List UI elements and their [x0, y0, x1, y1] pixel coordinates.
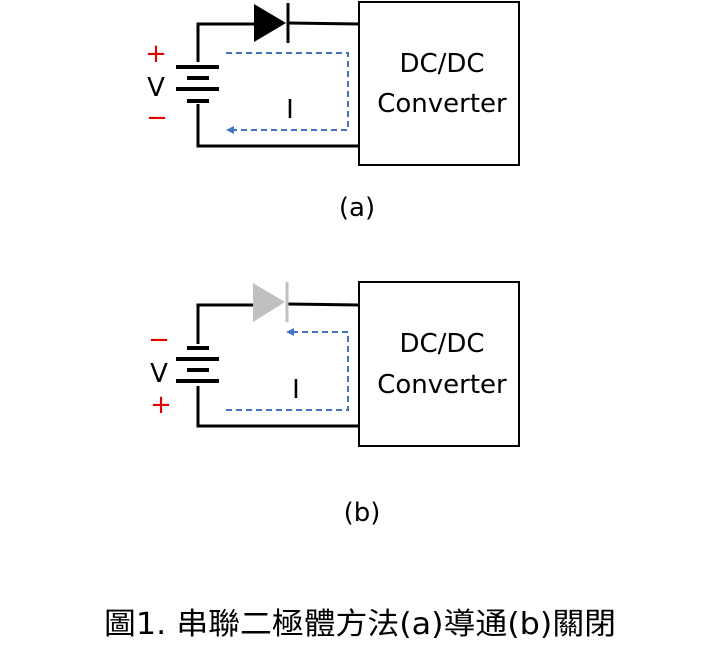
- wire-bottom-b: [196, 386, 359, 428]
- figure-caption: 圖1. 串聯二極體方法(a)導通(b)關閉: [104, 607, 616, 642]
- voltage-label-b: V: [150, 359, 168, 389]
- dcdc-converter-box-b: [358, 281, 520, 447]
- wire-top-left-a: [196, 22, 254, 62]
- current-path-arrow-b: [226, 328, 349, 411]
- diode-icon-b: [253, 282, 289, 322]
- circuit-a: DC/DC Converter + V − I (a): [145, 1, 520, 223]
- wire-top-right-a: [287, 21, 360, 26]
- converter-label-line1-a: DC/DC: [399, 49, 484, 79]
- polarity-bottom-a: −: [146, 103, 168, 133]
- current-label-a: I: [286, 95, 294, 125]
- polarity-top-b: −: [148, 325, 170, 355]
- sub-caption-b: (b): [344, 498, 381, 528]
- converter-label-line2-b: Converter: [377, 370, 507, 400]
- circuit-b: DC/DC Converter − V + I (b): [148, 281, 520, 528]
- battery-icon-b: [176, 346, 219, 383]
- wire-top-left-b: [196, 303, 254, 344]
- diode-icon-a: [254, 3, 290, 43]
- dcdc-converter-box-a: [358, 1, 520, 166]
- wire-bottom-a: [196, 104, 359, 148]
- polarity-top-a: +: [145, 39, 167, 69]
- converter-label-line2-a: Converter: [377, 89, 507, 119]
- sub-caption-a: (a): [339, 193, 375, 223]
- polarity-bottom-b: +: [150, 390, 172, 420]
- wire-top-right-b: [287, 302, 360, 307]
- current-path-arrow-a: [226, 52, 349, 134]
- current-label-b: I: [292, 375, 300, 405]
- voltage-label-a: V: [147, 73, 165, 103]
- battery-icon-a: [176, 65, 219, 103]
- converter-label-line1-b: DC/DC: [399, 329, 484, 359]
